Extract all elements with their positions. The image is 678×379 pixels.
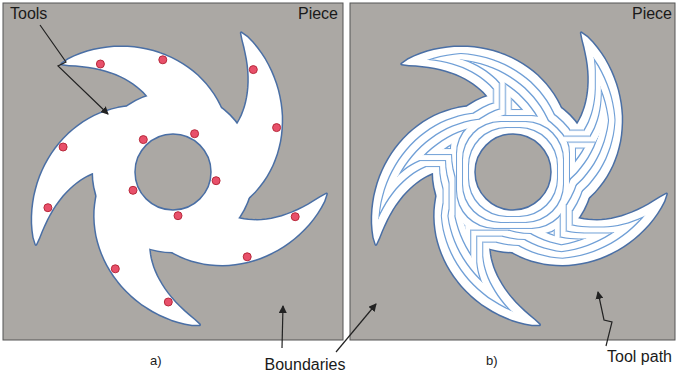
- tool-dot: [212, 177, 220, 185]
- panel-letter: b): [486, 352, 498, 370]
- tool-dot: [249, 66, 257, 74]
- tool-path-gap: [372, 33, 666, 325]
- tool-path: [372, 33, 666, 325]
- piece-label: Piece: [632, 5, 672, 23]
- tool-dot: [174, 212, 182, 220]
- tool-dot: [164, 298, 172, 306]
- boundaries-label: Boundaries: [265, 356, 346, 374]
- tool-path: [372, 33, 666, 325]
- tool-dot: [159, 56, 167, 64]
- piece-label: Piece: [298, 5, 338, 23]
- pocket-b: [372, 33, 666, 325]
- tool-dot: [129, 186, 137, 194]
- tool-path-gap: [372, 33, 666, 325]
- tool-dot: [111, 265, 119, 273]
- pocket-a: [32, 33, 326, 325]
- tools-leader: [40, 25, 108, 114]
- tool-path: [372, 33, 666, 325]
- tool-dot: [96, 60, 104, 68]
- island-boundary: [135, 134, 211, 210]
- tool-dot: [44, 204, 52, 212]
- pocket-area: [372, 33, 666, 325]
- tool-path-gap: [372, 33, 666, 325]
- tool-path-gap: [372, 33, 666, 325]
- tool-path-gap: [372, 33, 666, 325]
- boundary-leader: [336, 304, 376, 352]
- island-boundary: [475, 134, 551, 210]
- tool-path: [372, 33, 666, 325]
- tool-path-gap: [372, 33, 666, 325]
- tool-dot: [139, 136, 147, 144]
- pocket-area: [32, 33, 326, 325]
- tool-path: [372, 33, 666, 325]
- tool-dot: [291, 213, 299, 221]
- tool-path: [372, 33, 666, 325]
- pocket-boundary: [32, 33, 326, 325]
- tool-path: [372, 33, 666, 325]
- tool-path: [372, 33, 666, 325]
- tool-path-gap: [372, 33, 666, 325]
- tool-path-gap: [372, 33, 666, 325]
- pocket-boundary: [372, 33, 666, 325]
- tools-label: Tools: [10, 5, 47, 23]
- tool-path-label: Tool path: [607, 348, 672, 366]
- leader-lines: [40, 25, 612, 352]
- tool-path-gap: [372, 33, 666, 325]
- tool-dot: [243, 253, 251, 261]
- piece-panel-a: [3, 3, 343, 340]
- tool-path: [372, 33, 666, 325]
- boundary-leader: [282, 306, 283, 348]
- tool-dot: [59, 143, 67, 151]
- panel-letter: a): [150, 352, 162, 370]
- toolpath-leader: [598, 292, 612, 346]
- piece-panel-b: [350, 3, 675, 340]
- tool-dot: [273, 124, 281, 132]
- tool-dot: [191, 130, 199, 138]
